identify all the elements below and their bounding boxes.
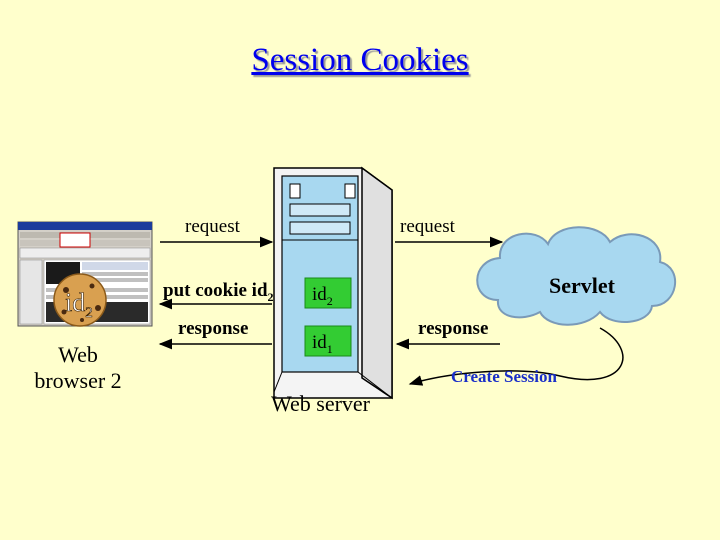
id2-badge xyxy=(304,277,352,309)
web-server-label: Web server xyxy=(271,391,371,416)
put-cookie-label: put cookie id2 xyxy=(163,280,274,304)
id1-label: id1 xyxy=(312,332,333,356)
web-browser-label-line2: browser 2 xyxy=(34,368,122,393)
id2-label: id2 xyxy=(312,284,333,308)
cookie-icon xyxy=(53,273,107,327)
servlet-cloud-icon xyxy=(476,226,677,326)
response-label-left: response xyxy=(178,318,249,339)
request-label-right: request xyxy=(400,216,455,237)
servlet-label: Servlet xyxy=(549,273,615,298)
create-session-label: Create Session xyxy=(451,367,557,386)
cookie-label: id2 xyxy=(65,288,93,321)
response-label-right: response xyxy=(418,318,489,339)
create-session-arrow xyxy=(408,327,624,386)
id1-badge xyxy=(304,325,352,357)
page-title: Session Cookies xyxy=(251,42,469,78)
web-browser-label-line1: Web xyxy=(58,342,98,367)
request-label-left: request xyxy=(185,216,240,237)
